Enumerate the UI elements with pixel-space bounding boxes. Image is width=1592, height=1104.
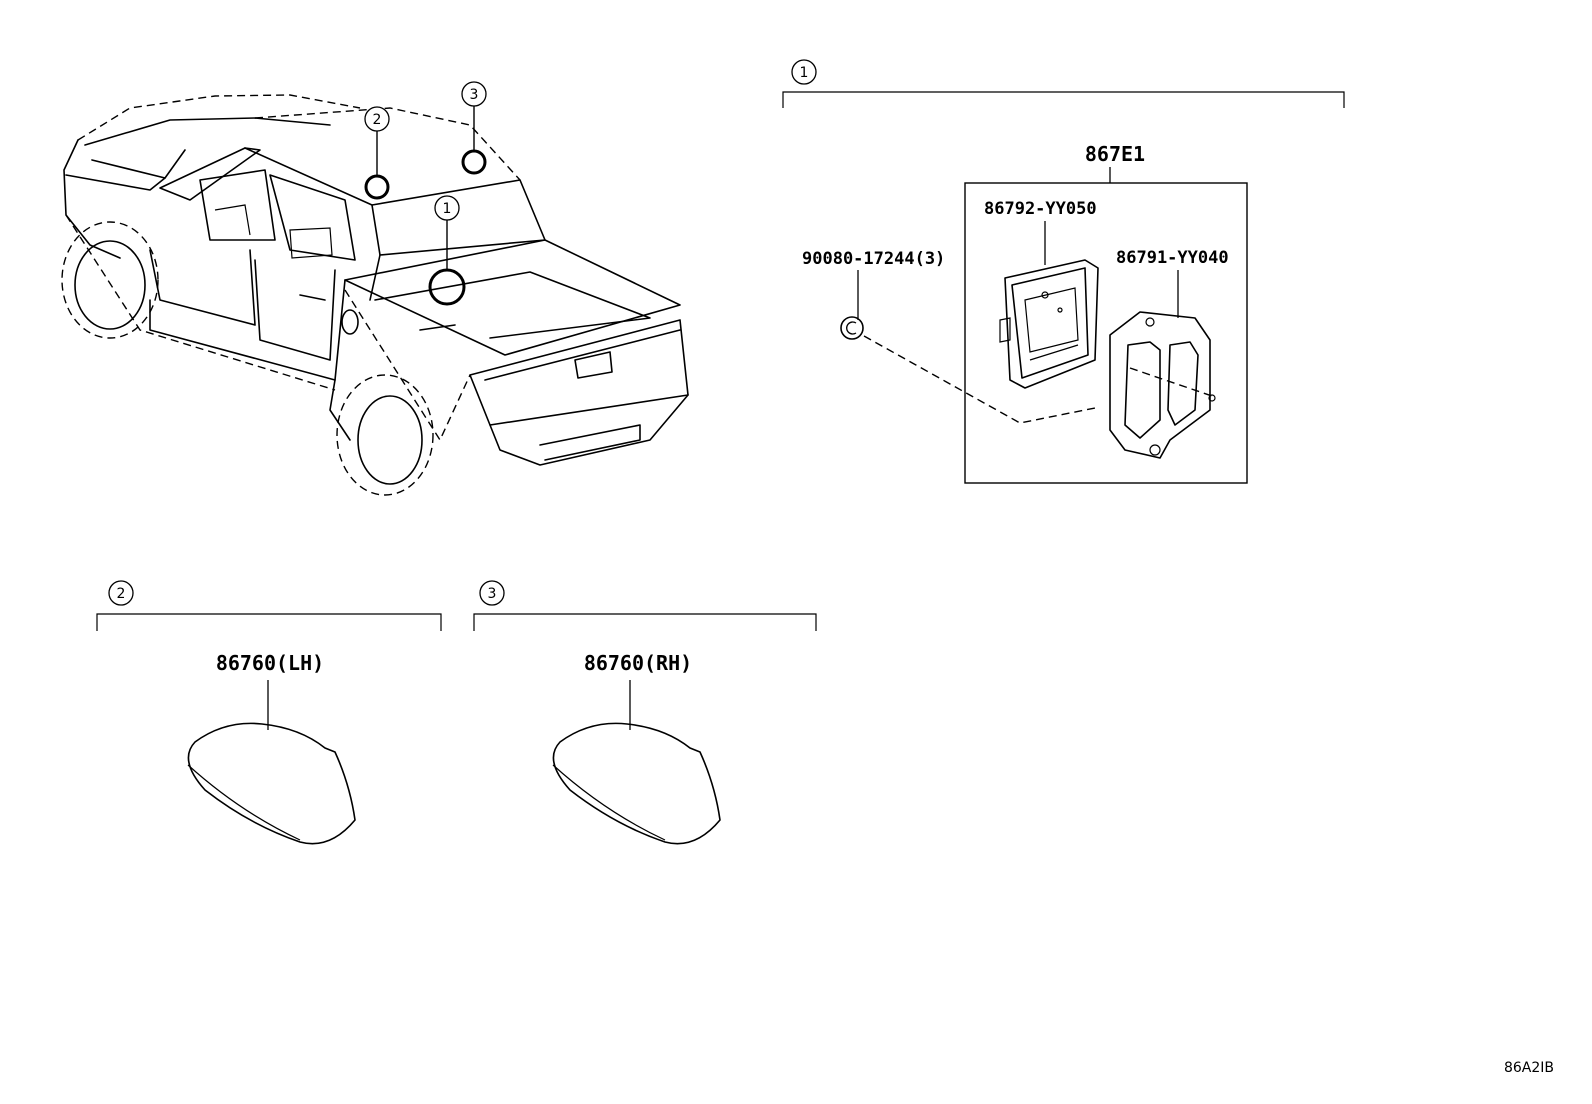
location-marker-2 [364, 174, 390, 200]
callout-number: 1 [800, 65, 809, 81]
location-markers [364, 106, 487, 306]
group-2-bracket [96, 613, 442, 631]
assembly-part-number: 867E1 [1085, 142, 1145, 166]
callout-number: 2 [117, 586, 126, 602]
location-marker-3 [461, 149, 487, 175]
rh-part-number: 86760(RH) [584, 651, 692, 675]
truck-illustration [61, 94, 689, 496]
truck-callout-2: 2 [364, 106, 390, 132]
group-3-bracket [473, 613, 817, 631]
callout-number: 1 [443, 201, 452, 217]
truck-callout-1: 1 [434, 195, 460, 221]
lh-part-number: 86760(LH) [216, 651, 324, 675]
module-part-number: 86792-YY050 [984, 199, 1097, 219]
callout-number: 3 [488, 586, 497, 602]
truck-callout-3: 3 [461, 81, 487, 107]
control-module-icon [999, 259, 1099, 389]
pad-rh-icon [552, 722, 721, 845]
group-2-callout: 2 [108, 580, 134, 606]
group-2: 2 86760(LH) [96, 580, 442, 845]
mounting-bracket-icon [1109, 311, 1216, 459]
clip-icon [840, 316, 864, 340]
clip-part-number: 90080-17244(3) [802, 249, 945, 269]
group-3: 3 86760(RH) [473, 580, 817, 845]
bracket-part-number: 86791-YY040 [1116, 248, 1229, 268]
group-1: 1 867E1 90080-17244(3) 86792-YY050 86791… [782, 59, 1345, 484]
group-1-bracket [782, 91, 1345, 108]
figure-reference: 86A2IB [1504, 1060, 1554, 1076]
callout-number: 2 [373, 112, 382, 128]
pad-lh-icon [187, 722, 356, 845]
group-1-callout: 1 [791, 59, 817, 85]
callout-number: 3 [470, 87, 479, 103]
group-3-callout: 3 [479, 580, 505, 606]
assembly-box [964, 182, 1248, 484]
